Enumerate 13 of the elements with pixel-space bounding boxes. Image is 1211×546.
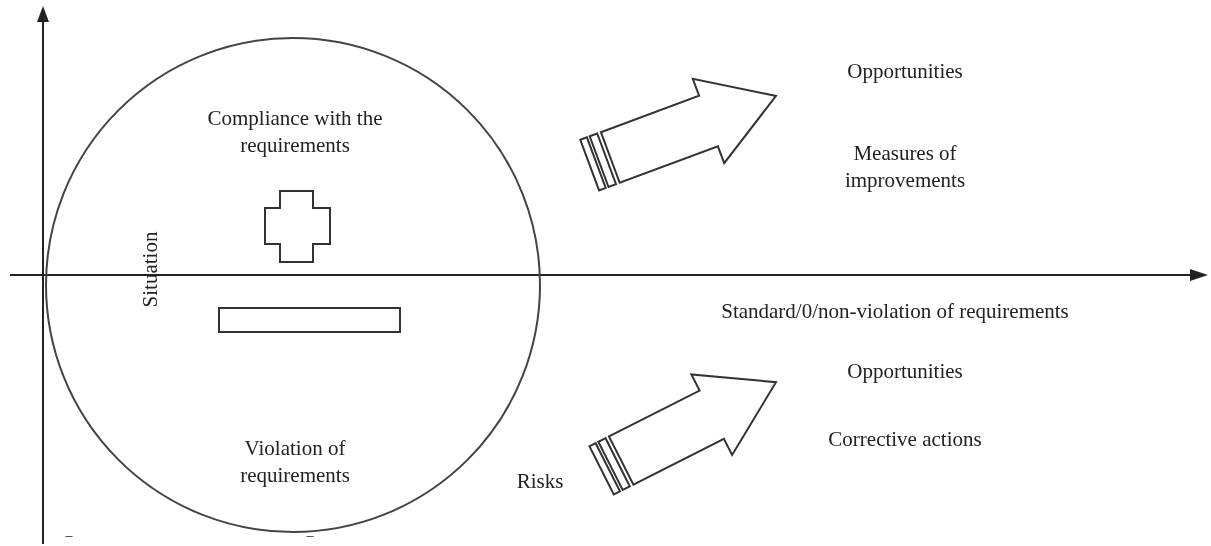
axis-label: Situation — [136, 230, 163, 310]
text-label: Opportunities — [846, 358, 964, 385]
text-label: Compliance with the requirements — [206, 105, 384, 159]
text-label: Measures of improvements — [843, 140, 967, 194]
text-label: Violation of requirements — [239, 435, 351, 489]
axis-label: Standard/0/non-violation of requirements — [720, 298, 1070, 325]
text-label: Opportunities — [846, 58, 964, 85]
block-arrow — [579, 77, 778, 192]
minus-sign: – — [305, 527, 315, 545]
minus-sign: – — [64, 527, 74, 545]
text-label: Corrective actions — [827, 426, 983, 453]
block-arrow — [588, 373, 778, 496]
text-label: Risks — [515, 468, 565, 495]
